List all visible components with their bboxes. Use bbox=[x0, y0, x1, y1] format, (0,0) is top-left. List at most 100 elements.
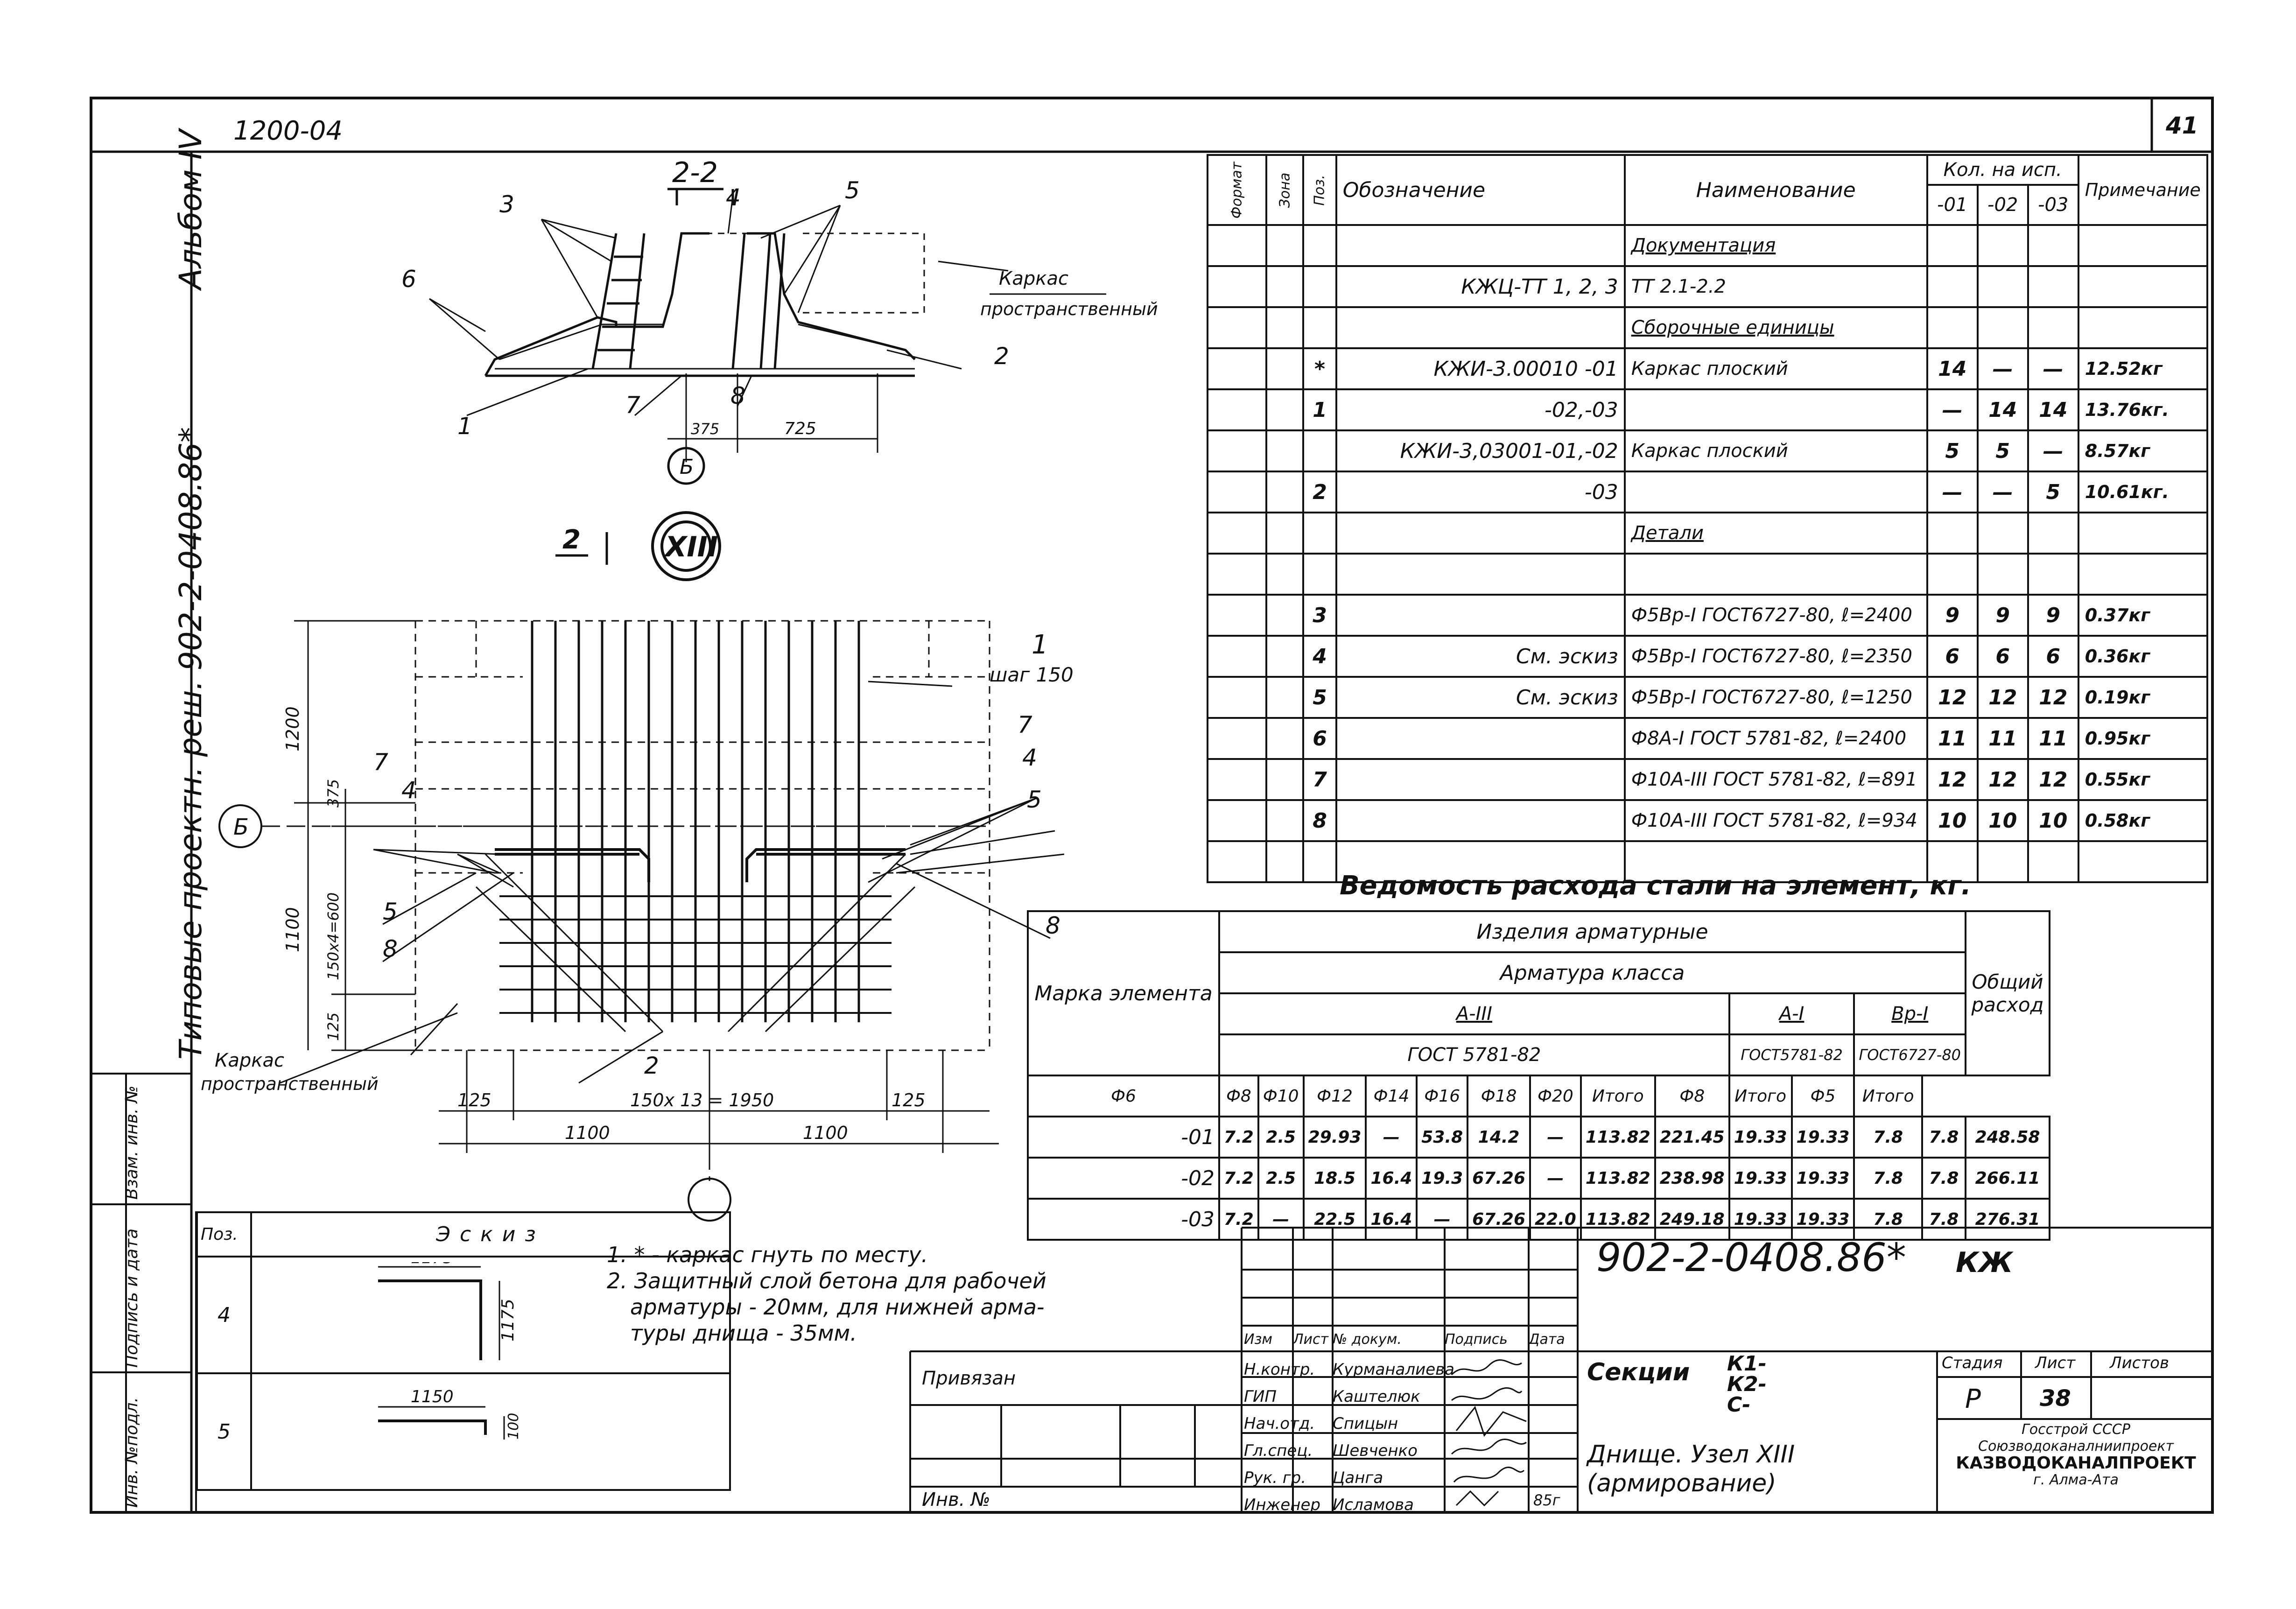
steel-cell: 7.2 bbox=[1218, 1198, 1259, 1241]
spec-cell-q2 bbox=[1976, 840, 2029, 883]
svg-text:150x4=600: 150x4=600 bbox=[324, 892, 342, 980]
sketch-4-dim1: 1175 bbox=[411, 1262, 454, 1267]
spec-cell-pos: * bbox=[1302, 347, 1337, 390]
spec-cell-note bbox=[2077, 840, 2208, 883]
steel-cell: — bbox=[1257, 1198, 1305, 1241]
spec-cell-empty bbox=[1265, 553, 1305, 596]
stamp-sheet-h: Лист bbox=[2035, 1354, 2076, 1372]
stamp-person-name: Цанга bbox=[1333, 1468, 1383, 1487]
spec-cell-des: КЖИ-3.00010 -01 bbox=[1335, 347, 1626, 390]
svg-text:1: 1 bbox=[1032, 630, 1048, 660]
steel-cell: 113.82 bbox=[1580, 1116, 1656, 1159]
sketch-title: Эскиз bbox=[250, 1211, 731, 1258]
plan-drawing: 1 шаг 150 7 4 5 8 7 4 5 8 2 Б 125 150x 1… bbox=[201, 620, 1074, 1222]
steel-cell: 19.33 bbox=[1728, 1157, 1793, 1200]
svg-text:8: 8 bbox=[730, 382, 745, 409]
steel-cell: 22.5 bbox=[1302, 1198, 1367, 1241]
note-1: 1. * - каркас гнуть по месту. bbox=[607, 1242, 928, 1267]
svg-text:2: 2 bbox=[994, 343, 1009, 370]
spec-cell-name: Ф5Вр-I ГОСТ6727-80, ℓ=2400 bbox=[1623, 594, 1928, 637]
steel-cell: 2.5 bbox=[1257, 1157, 1305, 1200]
spec-cell-note: 10.61кг. bbox=[2077, 471, 2208, 513]
spec-cell-note bbox=[2077, 512, 2208, 555]
spec-cell-q2: 12 bbox=[1976, 676, 2029, 719]
stamp-person-row: Гл.спец.Шевченко bbox=[1244, 1437, 1445, 1464]
spec-q3-header: -03 bbox=[2038, 194, 2069, 216]
spec-cell-empty bbox=[1207, 676, 1267, 719]
spec-qty-header: Кол. на исп. bbox=[1928, 156, 2078, 186]
spec-cell-q1: 6 bbox=[1926, 635, 1979, 678]
svg-text:1100: 1100 bbox=[803, 1123, 848, 1143]
steel-cell: 22.0 bbox=[1529, 1198, 1582, 1241]
steel-cell: 19.33 bbox=[1790, 1116, 1855, 1159]
svg-text:2: 2 bbox=[644, 1052, 659, 1079]
steel-cell: 19.33 bbox=[1790, 1198, 1855, 1241]
spec-cell-des: См. эскиз bbox=[1335, 635, 1626, 678]
spec-row bbox=[1207, 840, 2208, 883]
spec-cell-empty bbox=[1207, 840, 1267, 883]
spec-cell-pos: 5 bbox=[1302, 676, 1337, 719]
stamp-person-name: Исламова bbox=[1333, 1496, 1414, 1514]
spec-cell-q2: 12 bbox=[1976, 758, 2029, 801]
steel-cell: — bbox=[1529, 1116, 1582, 1159]
steel-cell: — bbox=[1529, 1157, 1582, 1200]
steel-col-header: Ф14 bbox=[1365, 1075, 1418, 1117]
sketch-pos-5: 5 bbox=[196, 1372, 252, 1491]
spec-cell-q3: 11 bbox=[2027, 717, 2079, 760]
stamp-org-3: КАЗВОДОКАНАЛПРОЕКТ bbox=[1956, 1454, 2196, 1473]
top-code: 1200-04 bbox=[233, 116, 343, 146]
spec-cell-empty bbox=[1207, 594, 1267, 637]
spec-cell-q1: 10 bbox=[1926, 799, 1979, 842]
spec-cell-q1: 12 bbox=[1926, 758, 1979, 801]
steel-row-total: 266.11 bbox=[1965, 1157, 2051, 1200]
steel-cell: 16.4 bbox=[1365, 1198, 1418, 1241]
stamp-org-2: Союзводоканалниипроект bbox=[1978, 1438, 2174, 1454]
spec-cell-note bbox=[2077, 265, 2208, 308]
spec-cell-note: 0.95кг bbox=[2077, 717, 2208, 760]
spec-cell-q1: — bbox=[1926, 471, 1979, 513]
steel-col-header: Ф5 bbox=[1790, 1075, 1855, 1117]
steel-col-header: Ф16 bbox=[1416, 1075, 1469, 1117]
steel-cell: 7.2 bbox=[1218, 1157, 1259, 1200]
steel-cell: 249.18 bbox=[1654, 1198, 1730, 1241]
spec-cell-name: Ф10А-III ГОСТ 5781-82, ℓ=891 bbox=[1623, 758, 1928, 801]
spec-cell-pos: 7 bbox=[1302, 758, 1337, 801]
spec-cell-name: Ф10А-III ГОСТ 5781-82, ℓ=934 bbox=[1623, 799, 1928, 842]
spec-q1-header: -01 bbox=[1928, 186, 1979, 224]
spec-cell-name bbox=[1623, 553, 1928, 596]
spec-note-header: Примечание bbox=[2077, 154, 2208, 226]
svg-text:125: 125 bbox=[892, 1090, 926, 1110]
steel-col-header: Итого bbox=[1580, 1075, 1656, 1117]
steel-row-mark: -03 bbox=[1027, 1198, 1220, 1241]
stamp-h-doc: № докум. bbox=[1333, 1331, 1402, 1348]
stamp-col-headers: Изм Лист № докум. Подпись Дата bbox=[1244, 1331, 1578, 1348]
svg-text:Б: Б bbox=[680, 455, 694, 479]
spec-cell-empty bbox=[1207, 553, 1267, 596]
spec-cell-q2: 6 bbox=[1976, 635, 2029, 678]
steel-row-total: 276.31 bbox=[1965, 1198, 2051, 1241]
spec-cell-note: 0.37кг bbox=[2077, 594, 2208, 637]
stamp-h-sign: Подпись bbox=[1445, 1331, 1508, 1348]
spec-cell-note: 0.55кг bbox=[2077, 758, 2208, 801]
spec-cell-q3: 6 bbox=[2027, 635, 2079, 678]
spec-cell-empty bbox=[1265, 635, 1305, 678]
steel-mark-header: Марка элемента bbox=[1027, 910, 1220, 1076]
svg-text:1100: 1100 bbox=[565, 1123, 610, 1143]
stamp-org-1: Госстрой СССР bbox=[2022, 1421, 2130, 1438]
steel-col-header: Ф8 bbox=[1218, 1075, 1259, 1117]
svg-text:7: 7 bbox=[625, 392, 640, 419]
steel-gost-a1: ГОСТ5781-82 bbox=[1728, 1033, 1855, 1076]
spec-cell-empty bbox=[1265, 717, 1305, 760]
spec-cell-empty bbox=[1265, 471, 1305, 513]
svg-text:Б: Б bbox=[233, 814, 249, 840]
spec-cell-empty bbox=[1265, 388, 1305, 431]
spec-row: Сборочные единицы bbox=[1207, 306, 2208, 349]
stamp-title: Днище. Узел XIII (армирование) bbox=[1587, 1440, 1795, 1498]
spec-cell-q2: 5 bbox=[1976, 429, 2029, 472]
spec-cell-name: Ф5Вр-I ГОСТ6727-80, ℓ=1250 bbox=[1623, 676, 1928, 719]
steel-cell: 29.93 bbox=[1302, 1116, 1367, 1159]
